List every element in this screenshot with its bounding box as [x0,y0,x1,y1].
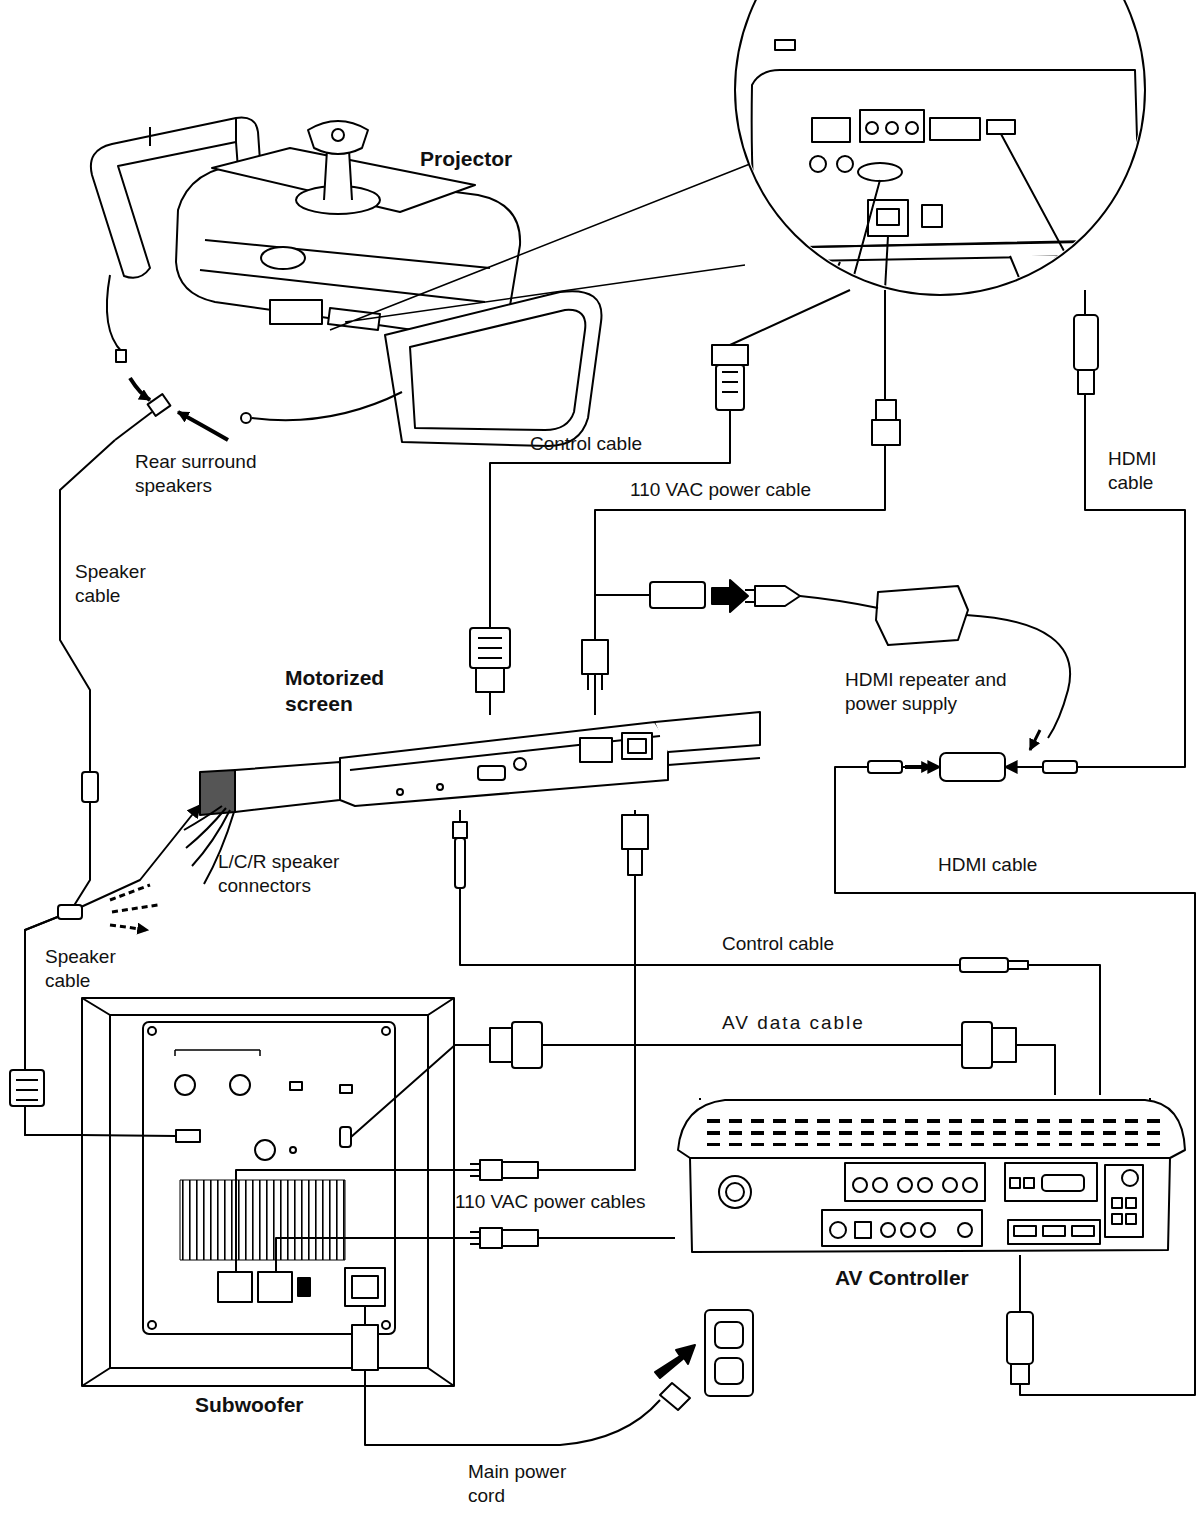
cable-connector [460,810,1100,1095]
device-label: AV Controller [835,1265,1035,1291]
cable-label: HDMI cable [1108,447,1168,495]
device-label: HDMI repeater and power supply [845,668,1045,716]
cable-connector [1005,290,1185,767]
cable-connector [25,805,200,1135]
device-node: HDMI repeater and power supply [940,752,1005,782]
cable-label: Speaker cable [75,560,170,608]
cable-connector [835,767,1195,1395]
callout-label: Main power cord [468,1460,598,1508]
cable-connector [595,290,885,715]
device-node: Rear surround speakers [115,390,280,505]
device-label: Motorized screen [285,665,415,718]
cable-label: Control cable [722,932,892,956]
cable-connector [25,440,115,1135]
cable-label: 110 VAC power cable [630,478,870,502]
cable-label: HDMI cable [938,853,1078,877]
device-node: Subwoofer [80,998,455,1388]
device-node: Motorized screen [200,715,760,810]
cable-label: Speaker cable [45,945,140,993]
cable-label: AV data cable [722,1011,942,1035]
cable-label: 110 VAC power cables [455,1190,685,1214]
device-label: Subwoofer [195,1392,355,1418]
cable-label: Control cable [530,432,700,456]
device-node: AV Controller [675,1095,1187,1255]
device-node: Projector [740,0,1130,290]
device-label: Rear surround speakers [135,450,275,498]
cable-connector [490,290,850,715]
callout-label: L/C/R speaker connectors [218,850,378,898]
device-label: Projector [420,146,570,172]
cable-connector [455,810,635,1170]
